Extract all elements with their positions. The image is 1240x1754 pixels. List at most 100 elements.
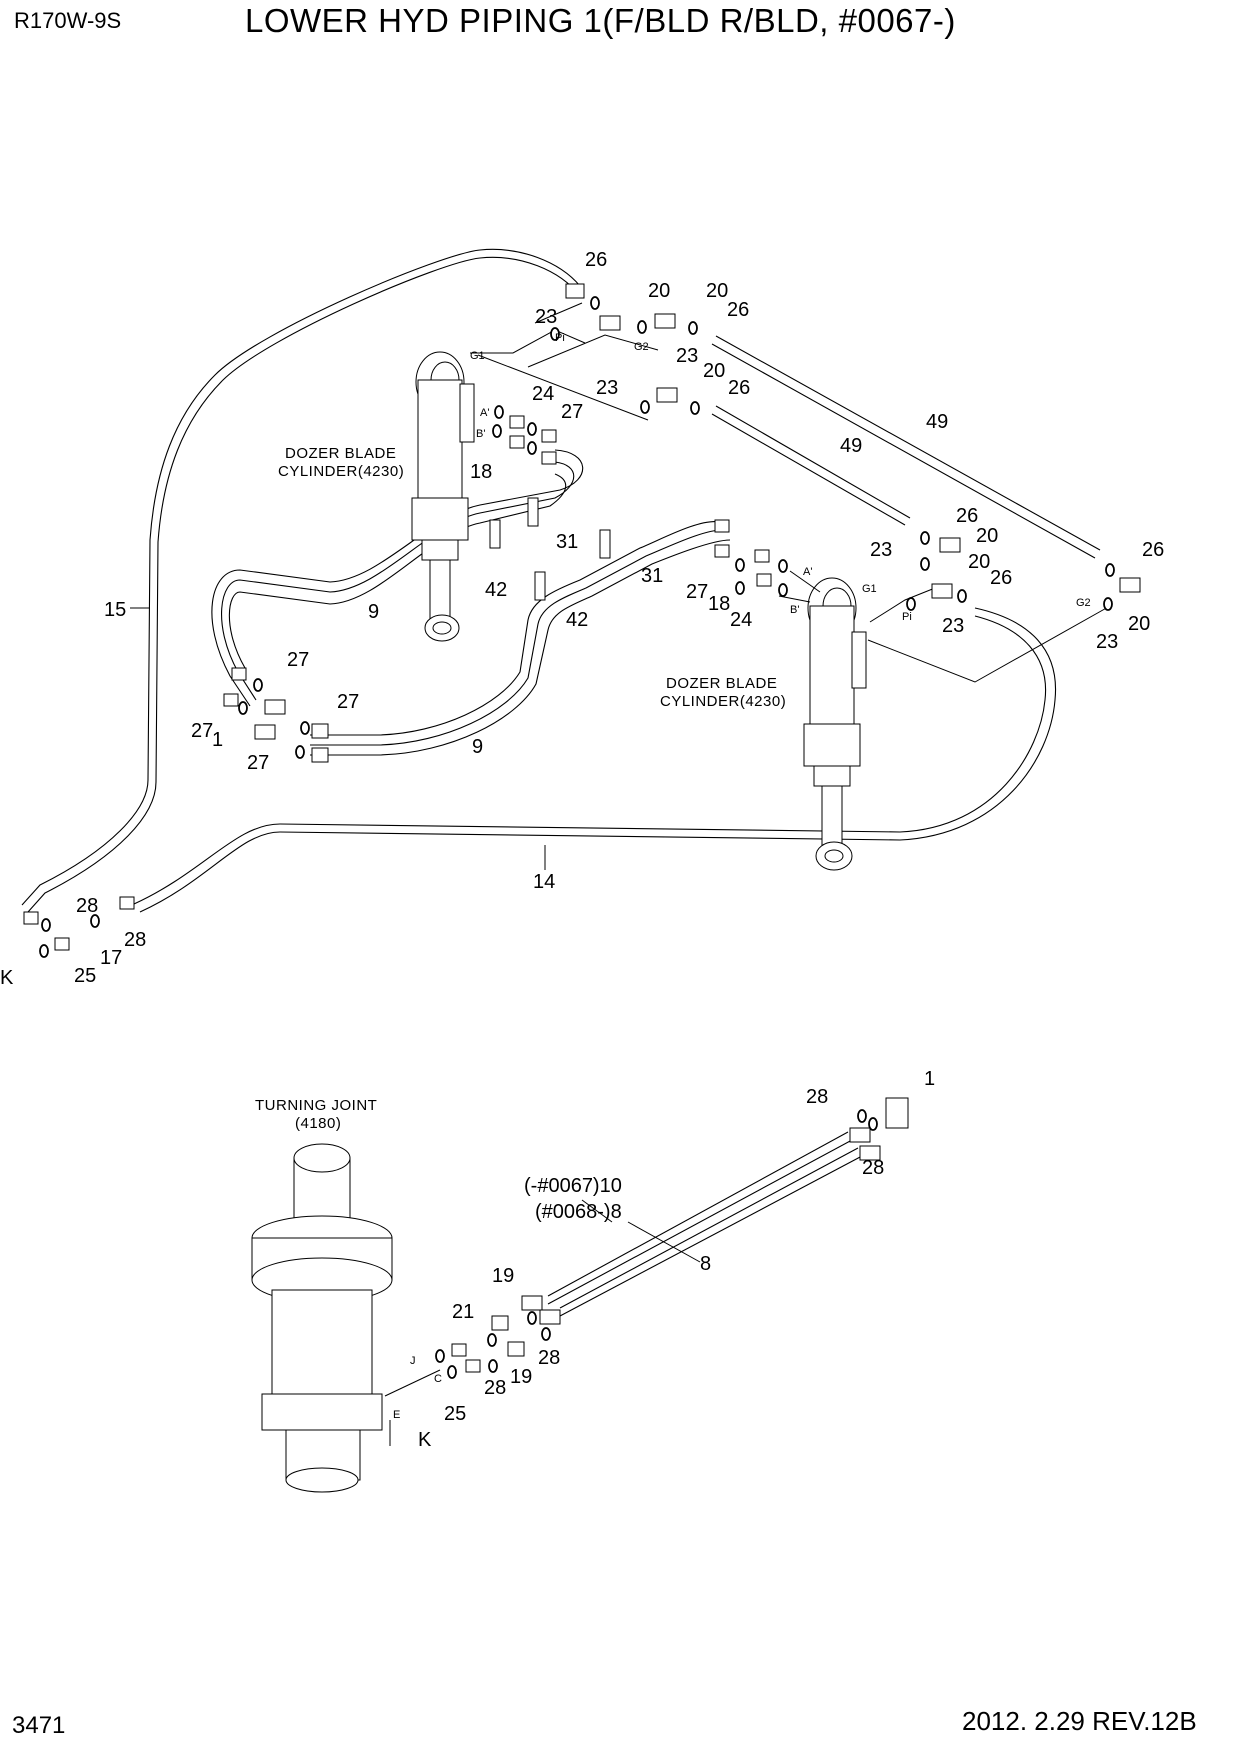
leader-lines-upper [130,302,1111,870]
port-pi-right: Pi [902,611,912,623]
callout-20: 20 [976,525,998,547]
caption-cylinder-left-2: CYLINDER(4230) [278,463,404,480]
caption-cylinder-left-1: DOZER BLADE [285,445,396,462]
caption-turning-joint-2: (4180) [295,1115,341,1132]
callout-20: 20 [706,280,728,302]
fittings-lower [451,1097,909,1373]
leader-lines-lower [384,1199,701,1446]
hose-15 [21,248,581,913]
o-rings-lower [435,1109,878,1379]
callout-24: 24 [532,383,554,405]
hose-49-lower [711,405,911,526]
page-number: 3471 [12,1712,66,1739]
callout-23: 23 [535,306,557,328]
callout-23: 23 [870,539,892,561]
callout-31: 31 [556,531,578,553]
callout-25: 25 [444,1403,466,1425]
callout-28: 28 [484,1377,506,1399]
callout-26: 26 [727,299,749,321]
callout-49: 49 [926,411,948,433]
callout-27: 27 [561,401,583,423]
callout-23: 23 [1096,631,1118,653]
header: R170W-9S LOWER HYD PIPING 1(F/BLD R/BLD,… [0,0,1240,60]
clamp-42-left [489,519,501,549]
callout-8: 8 [700,1253,711,1275]
callout-31: 31 [641,565,663,587]
callout-28: 28 [862,1157,884,1179]
port-pi-left: Pi [555,332,565,344]
dozer-blade-cylinder-left [411,351,475,642]
port-a-left: A' [480,407,489,419]
port-e: E [393,1409,400,1421]
model-number: R170W-9S [14,8,122,33]
callout-26: 26 [728,377,750,399]
callout-23: 23 [676,345,698,367]
callout-17: 17 [100,947,122,969]
callout-42: 42 [485,579,507,601]
caption-cylinder-right-1: DOZER BLADE [666,675,777,692]
dozer-blade-cylinder-right [803,577,867,871]
hose-49-upper [711,335,1101,559]
callout-20: 20 [703,360,725,382]
callout-28: 28 [124,929,146,951]
callout-24: 24 [730,609,752,631]
callout-21: 21 [452,1301,474,1323]
turning-joint [251,1143,393,1493]
callout-9: 9 [472,736,483,758]
clamp-31-left [527,497,539,527]
callout-49: 49 [840,435,862,457]
o-rings-upper [39,296,1115,958]
callout-27: 27 [686,581,708,603]
callout-28: 28 [538,1347,560,1369]
callout-19: 19 [492,1265,514,1287]
callout-25: 25 [74,965,96,987]
callout-18: 18 [470,461,492,483]
pipe-9-left [211,449,584,707]
port-j: J [410,1355,416,1367]
callout-k: K [418,1429,432,1451]
callout-26: 26 [585,249,607,271]
callout-23: 23 [596,377,618,399]
hose-14 [133,607,1057,913]
callout-19: 19 [510,1366,532,1388]
callout-26: 26 [990,567,1012,589]
port-b-right: B' [790,604,799,616]
page-title: LOWER HYD PIPING 1(F/BLD R/BLD, #0067-) [245,2,956,39]
callout-15: 15 [104,599,126,621]
callout-20: 20 [968,551,990,573]
callout-18: 18 [708,593,730,615]
callout-27: 27 [337,691,359,713]
callout-8: (#0068-)8 [535,1201,622,1223]
port-g2-left: G2 [634,341,649,353]
callout-20: 20 [648,280,670,302]
hose-8-10 [547,1131,863,1317]
clamp-31-right [599,529,611,559]
callout-10: (-#0067)10 [524,1175,622,1197]
port-a-right: A' [803,566,812,578]
port-c: C [434,1373,442,1385]
port-g2-right: G2 [1076,597,1091,609]
callout-27: 27 [247,752,269,774]
callout-9: 9 [368,601,379,623]
fittings-upper [23,283,1141,951]
port-b-left: B' [476,428,485,440]
port-g1-right: G1 [862,583,877,595]
callout-42: 42 [566,609,588,631]
pipe-9-lower [310,520,731,756]
callout-26: 26 [956,505,978,527]
callout-k: K [0,967,14,989]
callout-1: 1 [924,1068,935,1090]
clamp-42-right [534,571,546,601]
caption-cylinder-right-2: CYLINDER(4230) [660,693,786,710]
callout-20: 20 [1128,613,1150,635]
caption-turning-joint-1: TURNING JOINT [255,1097,377,1114]
revision-date: 2012. 2.29 REV.12B [962,1706,1197,1736]
callout-1: 1 [212,729,223,751]
callout-27: 27 [287,649,309,671]
callout-23: 23 [942,615,964,637]
port-g1-left: G1 [470,350,485,362]
callout-28: 28 [806,1086,828,1108]
callout-28: 28 [76,895,98,917]
callout-14: 14 [533,871,555,893]
